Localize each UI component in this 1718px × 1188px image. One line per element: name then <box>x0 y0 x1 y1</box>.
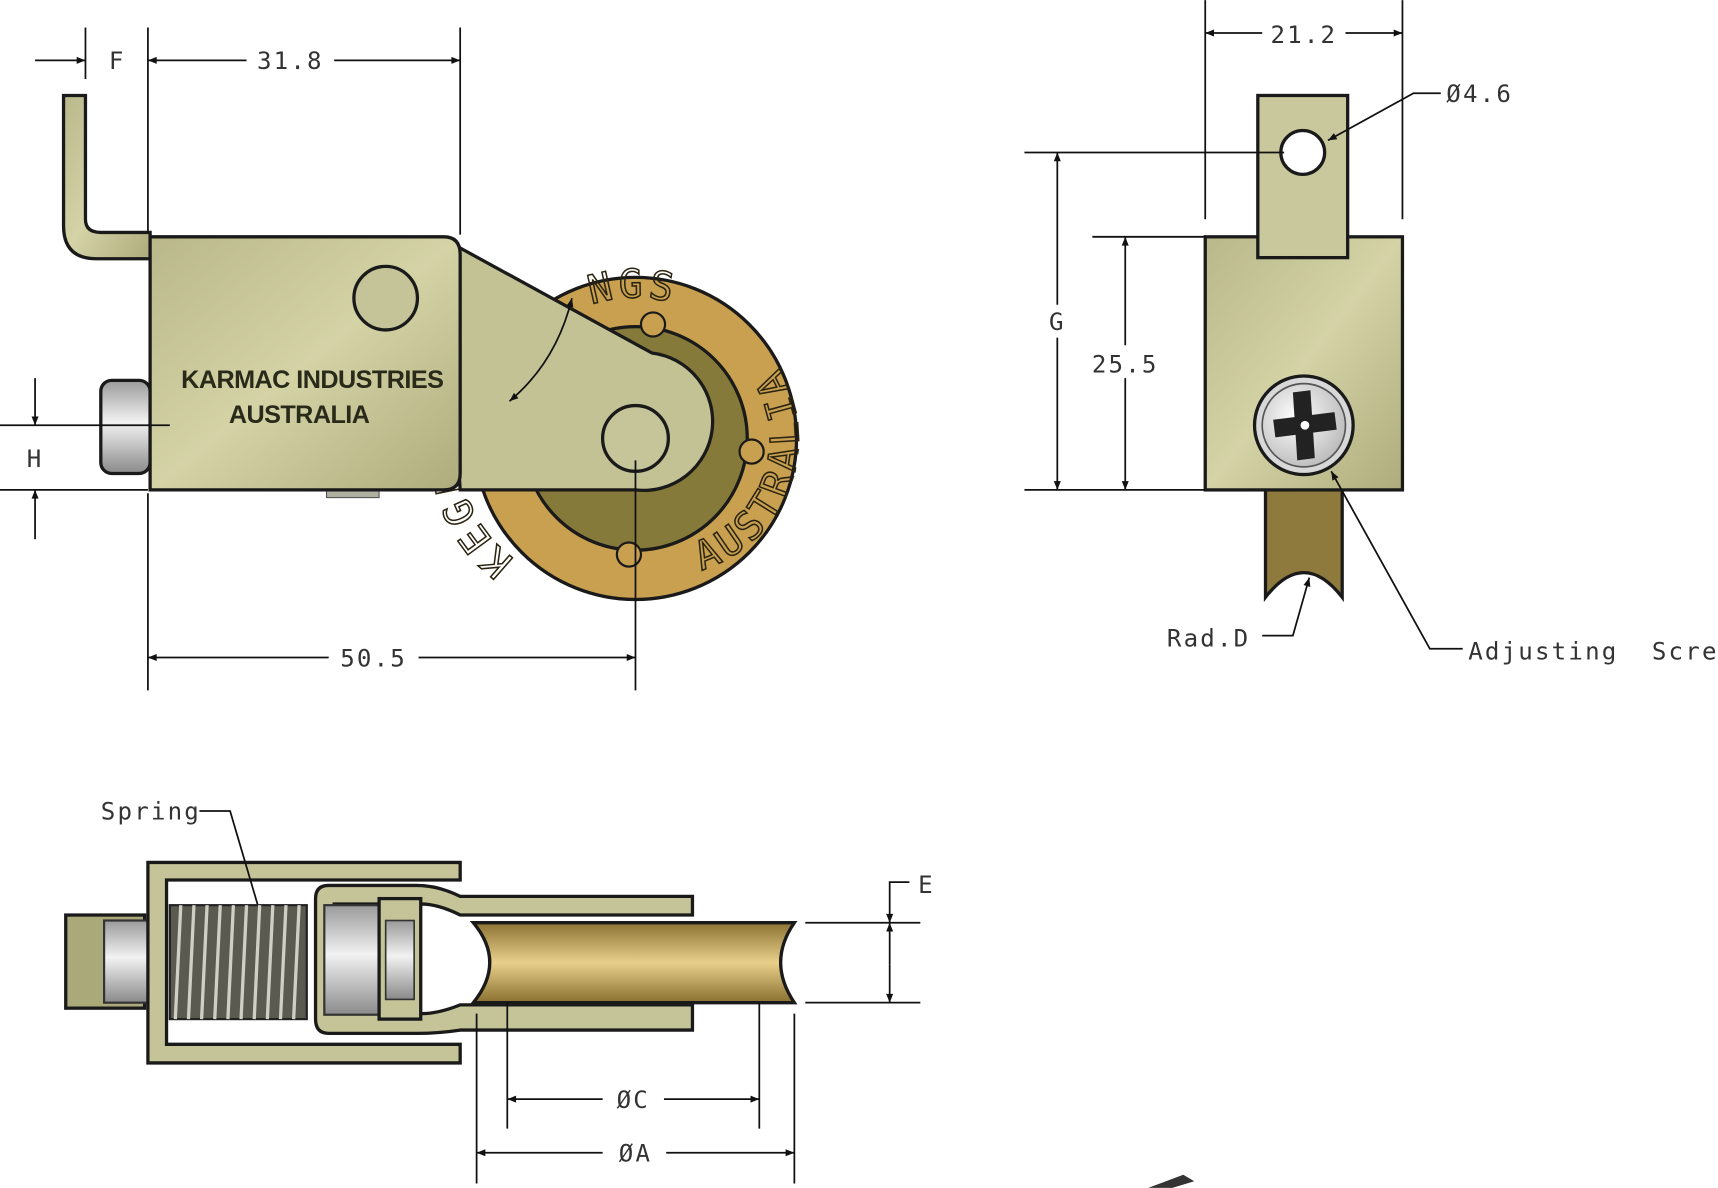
dim-25-5-label: 25.5 <box>1092 351 1159 379</box>
body-hole <box>352 264 420 332</box>
brand-line1: KARMAC INDUSTRIES <box>181 366 443 394</box>
dim-31-8-label: 31.8 <box>257 47 324 75</box>
dimension-25-5: 25.5 <box>1092 235 1206 490</box>
dimension-c: ØC <box>506 1002 761 1129</box>
dim-c-label: ØC <box>617 1086 650 1114</box>
dimension-21-2: 21.2 <box>1204 0 1404 220</box>
adjusting-screw <box>1252 374 1355 477</box>
wheel-top <box>469 921 798 1005</box>
end-tab <box>1256 93 1350 260</box>
rad-d-label: Rad.D <box>1167 625 1251 653</box>
spring-label: Spring <box>101 798 201 826</box>
partial-shape <box>1148 1174 1195 1188</box>
label-spring: Spring <box>101 798 259 905</box>
dimension-50-5: 50.5 <box>147 460 637 691</box>
dim-21-2-label: 21.2 <box>1270 21 1337 49</box>
dimension-31-8: 31.8 <box>147 27 462 235</box>
spring <box>168 904 308 1021</box>
side-view: KEGLER NGS AUSTRALIA KARMAC INDUSTRIES A… <box>0 27 805 691</box>
inner-arm <box>313 883 695 1036</box>
dim-e-label: E <box>918 871 935 899</box>
label-rad-d: Rad.D <box>1167 577 1311 653</box>
wheel-text-top: NGS <box>583 261 681 313</box>
mounting-tab <box>61 93 152 261</box>
body <box>148 235 462 492</box>
dim-g-label: G <box>1049 308 1066 336</box>
nut <box>99 378 152 476</box>
outer-bracket <box>146 860 462 1065</box>
dimension-h: H <box>0 378 170 540</box>
brand-line2: AUSTRALIA <box>229 401 370 429</box>
dim-f-label: F <box>109 47 126 75</box>
rotation-arc-arrow <box>508 297 574 402</box>
adjusting-screw-label: Adjusting Screw <box>1468 638 1718 666</box>
dim-a-label: ØA <box>619 1140 652 1168</box>
label-adjusting-screw: Adjusting Screw <box>1330 470 1718 666</box>
dim-h-label: H <box>27 445 44 473</box>
dimension-e: E <box>805 871 935 1004</box>
dim-50-5-label: 50.5 <box>340 644 407 672</box>
end-view: 21.2 Ø4.6 G 25.5 Rad.D Adjusting Screw <box>1024 0 1718 666</box>
dimension-g: G <box>1024 151 1285 491</box>
dimension-hole: Ø4.6 <box>1327 80 1513 142</box>
dim-hole-label: Ø4.6 <box>1446 80 1513 108</box>
dimension-f: F <box>35 27 149 233</box>
tab-hole <box>1279 128 1327 177</box>
wheel-stub <box>1263 488 1344 603</box>
hex-nut <box>323 904 381 1016</box>
top-view: Spring E ØC ØA <box>64 798 935 1184</box>
dimension-a: ØA <box>475 1013 796 1184</box>
